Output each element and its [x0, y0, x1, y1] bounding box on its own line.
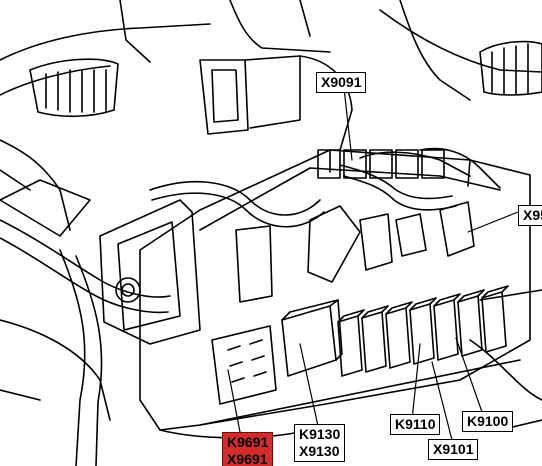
- upper-bracket: [199, 55, 353, 151]
- left-pad: [29, 58, 119, 118]
- callout-k9110: K9110: [390, 414, 441, 435]
- vehicle-frame: [0, 0, 542, 431]
- callout-x9130-text: X9130: [299, 443, 340, 459]
- callout-x9091-text: X9091: [321, 74, 362, 90]
- relay-k9130: [281, 299, 343, 377]
- right-pad: [479, 40, 542, 96]
- connector-row-top: [317, 149, 445, 179]
- callout-x95-partial-text: X95: [523, 207, 542, 223]
- callout-k9691-x9691: K9691 X9691: [222, 432, 274, 466]
- callout-x9101: X9101: [428, 439, 479, 460]
- callout-x9101-text: X9101: [433, 441, 474, 457]
- callout-x9691-text: X9691: [227, 451, 268, 466]
- callout-x9091: X9091: [316, 72, 367, 93]
- fuse-block-k9691: [211, 325, 277, 405]
- cable-loom-left: [0, 179, 171, 466]
- callout-x95-partial: X95: [518, 205, 542, 226]
- callout-k9691-text: K9691: [227, 434, 269, 450]
- leader-lines: [227, 87, 519, 441]
- left-mount-bracket: [99, 199, 201, 345]
- central-plugs: [235, 201, 475, 303]
- cable-bundle-top: [149, 147, 501, 228]
- callout-k9100-text: K9100: [467, 413, 509, 429]
- relay-bank: [337, 285, 509, 377]
- callout-k9110-text: K9110: [395, 416, 436, 432]
- callout-k9130-text: K9130: [299, 426, 341, 442]
- callout-k9100: K9100: [462, 411, 514, 432]
- callout-k9130-x9130: K9130 X9130: [294, 424, 346, 462]
